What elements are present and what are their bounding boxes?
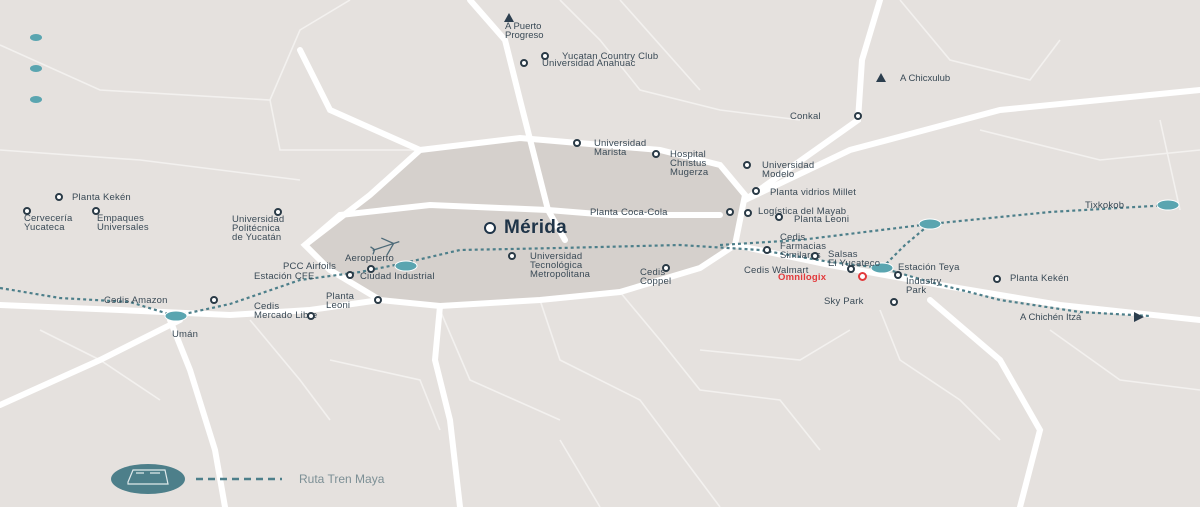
place-label: Cervecería Yucateca	[24, 213, 73, 233]
place-marker-icon	[520, 59, 528, 67]
place-label-omnilogix: Omnilogix	[778, 272, 827, 283]
north-arrow-icon	[504, 13, 514, 22]
place-label: Planta Leoni	[794, 214, 850, 225]
place-label: Planta vidrios Millet	[770, 187, 857, 198]
place-marker-icon	[726, 208, 734, 216]
side-indicator-dot[interactable]	[30, 96, 42, 103]
place-label: Cedis Farmacias Similares	[780, 232, 827, 261]
place-marker-icon	[23, 207, 31, 215]
side-indicator-dot[interactable]	[30, 65, 42, 72]
place-label: Empaques Universales	[97, 213, 149, 233]
place-label: Cedis Amazon	[104, 295, 168, 306]
place-marker-icon	[210, 296, 218, 304]
place-label: Hospital Christus Mugerza	[670, 149, 709, 178]
place-label: Planta Kekén	[72, 192, 131, 203]
place-label: PCC Airfoils	[283, 261, 337, 272]
place-marker-icon	[743, 161, 751, 169]
place-label: Aeropuerto	[345, 253, 395, 264]
place-label: Ciudad Industrial	[360, 271, 435, 282]
place-marker-icon	[573, 139, 581, 147]
place-label: Salsas El Yucateco	[828, 249, 881, 269]
place-label: Tixkokob	[1085, 200, 1125, 211]
city-marker-icon	[484, 222, 496, 234]
station-markers	[164, 199, 1180, 322]
city-name: Mérida	[504, 217, 568, 238]
place-label: Industry Park	[906, 276, 942, 296]
place-marker-icon	[652, 150, 660, 158]
place-label: Cedis Mercado Libre	[254, 301, 317, 321]
northeast-arrow-icon	[876, 73, 886, 82]
place-marker-icon	[307, 312, 315, 320]
place-marker-icon	[374, 296, 382, 304]
place-marker-icon	[763, 246, 771, 254]
direction-label-chicxulub: A Chicxulub	[900, 73, 951, 84]
place-marker-icon	[367, 265, 375, 273]
place-label: Universidad Tecnológica Metropolitana	[530, 251, 591, 280]
place-label: Yucatan Country Club	[562, 51, 659, 62]
side-indicator-dot[interactable]	[30, 34, 42, 41]
place-marker-icon	[890, 298, 898, 306]
place-label: Planta Coca-Cola	[590, 207, 668, 218]
legend-train-icon	[111, 464, 185, 494]
direction-label-chichen-itza: A Chichén Itzá	[1020, 312, 1082, 323]
place-label: Estación Teya	[898, 262, 960, 273]
legend-label: Ruta Tren Maya	[299, 472, 385, 486]
east-arrow-icon	[1134, 312, 1144, 322]
place-marker-icon	[662, 264, 670, 272]
place-label: Umán	[172, 329, 199, 340]
place-label: Planta Leoni	[326, 291, 355, 311]
city-label-merida: Mérida	[484, 217, 568, 239]
place-marker-icon	[55, 193, 63, 201]
place-marker-icon	[894, 271, 902, 279]
place-marker-icon	[508, 252, 516, 260]
place-label: Cedis Coppel	[640, 267, 672, 287]
place-label: Universidad Marista	[594, 138, 647, 158]
place-marker-icon	[847, 265, 855, 273]
place-label: Conkal	[790, 111, 821, 122]
place-label: Planta Kekén	[1010, 273, 1069, 284]
place-marker-icon	[993, 275, 1001, 283]
place-label: Cedis Walmart	[744, 265, 809, 276]
place-marker-icon	[811, 252, 819, 260]
place-marker-icon	[92, 207, 100, 215]
place-marker-icon	[752, 187, 760, 195]
place-marker-icon	[854, 112, 862, 120]
place-marker-icon	[744, 209, 752, 217]
place-label: Universidad Politécnica de Yucatán	[232, 214, 285, 243]
place-label: Universidad Anahuac	[542, 58, 636, 69]
place-marker-icon	[775, 213, 783, 221]
direction-label-progreso: A Puerto Progreso	[505, 21, 544, 41]
airport-icon	[370, 237, 400, 256]
omnilogix-marker-icon	[858, 272, 867, 281]
place-label: Universidad Modelo	[762, 160, 815, 180]
place-marker-icon	[541, 52, 549, 60]
place-marker-icon	[346, 271, 354, 279]
place-marker-icon	[274, 208, 282, 216]
place-label: Sky Park	[824, 296, 864, 307]
place-label: Estación CFE	[254, 271, 315, 282]
place-label: Logística del Mayab	[758, 206, 847, 217]
